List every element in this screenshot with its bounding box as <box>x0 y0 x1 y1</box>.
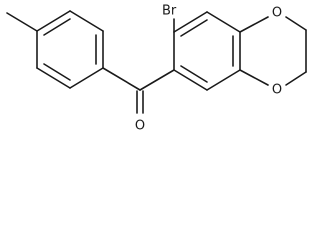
bond-methyl <box>6 12 38 32</box>
bond-aryl-3 <box>206 11 241 33</box>
bond-tolyl-double-1 <box>43 18 71 36</box>
bond-dioxane-5 <box>239 69 269 86</box>
dioxane-ring <box>239 16 307 86</box>
bond-aryl-5 <box>206 69 241 91</box>
bond-dioxane-2 <box>285 16 307 31</box>
atom-label-bromine: Br <box>162 4 177 19</box>
tolyl-ring <box>36 10 104 89</box>
bond-tolyl-1 <box>36 10 71 32</box>
bond-aryl-2 <box>173 11 208 33</box>
bond-tolyl-2 <box>69 10 104 32</box>
bond-tolyl-carbonyl <box>102 67 141 91</box>
bond-carbonyl-aryl <box>139 69 175 91</box>
bond-dioxane-4 <box>285 71 307 86</box>
bond-aryl-double-1 <box>180 19 208 37</box>
atom-label-dioxane-oxygen-bottom: O <box>272 83 282 98</box>
bond-aryl-6 <box>173 69 208 91</box>
bond-tolyl-4 <box>69 67 104 89</box>
bond-tolyl-5 <box>36 67 71 89</box>
chemical-structure: O Br O O <box>6 4 307 134</box>
atom-label-dioxane-oxygen-top: O <box>272 6 282 21</box>
bond-tolyl-double-3 <box>43 63 71 81</box>
bromoaryl-ring <box>173 11 241 91</box>
bond-dioxane-1 <box>239 16 269 33</box>
carbonyl-group <box>102 67 175 114</box>
bond-aryl-double-3 <box>180 65 208 83</box>
atom-label-carbonyl-oxygen: O <box>135 119 145 134</box>
